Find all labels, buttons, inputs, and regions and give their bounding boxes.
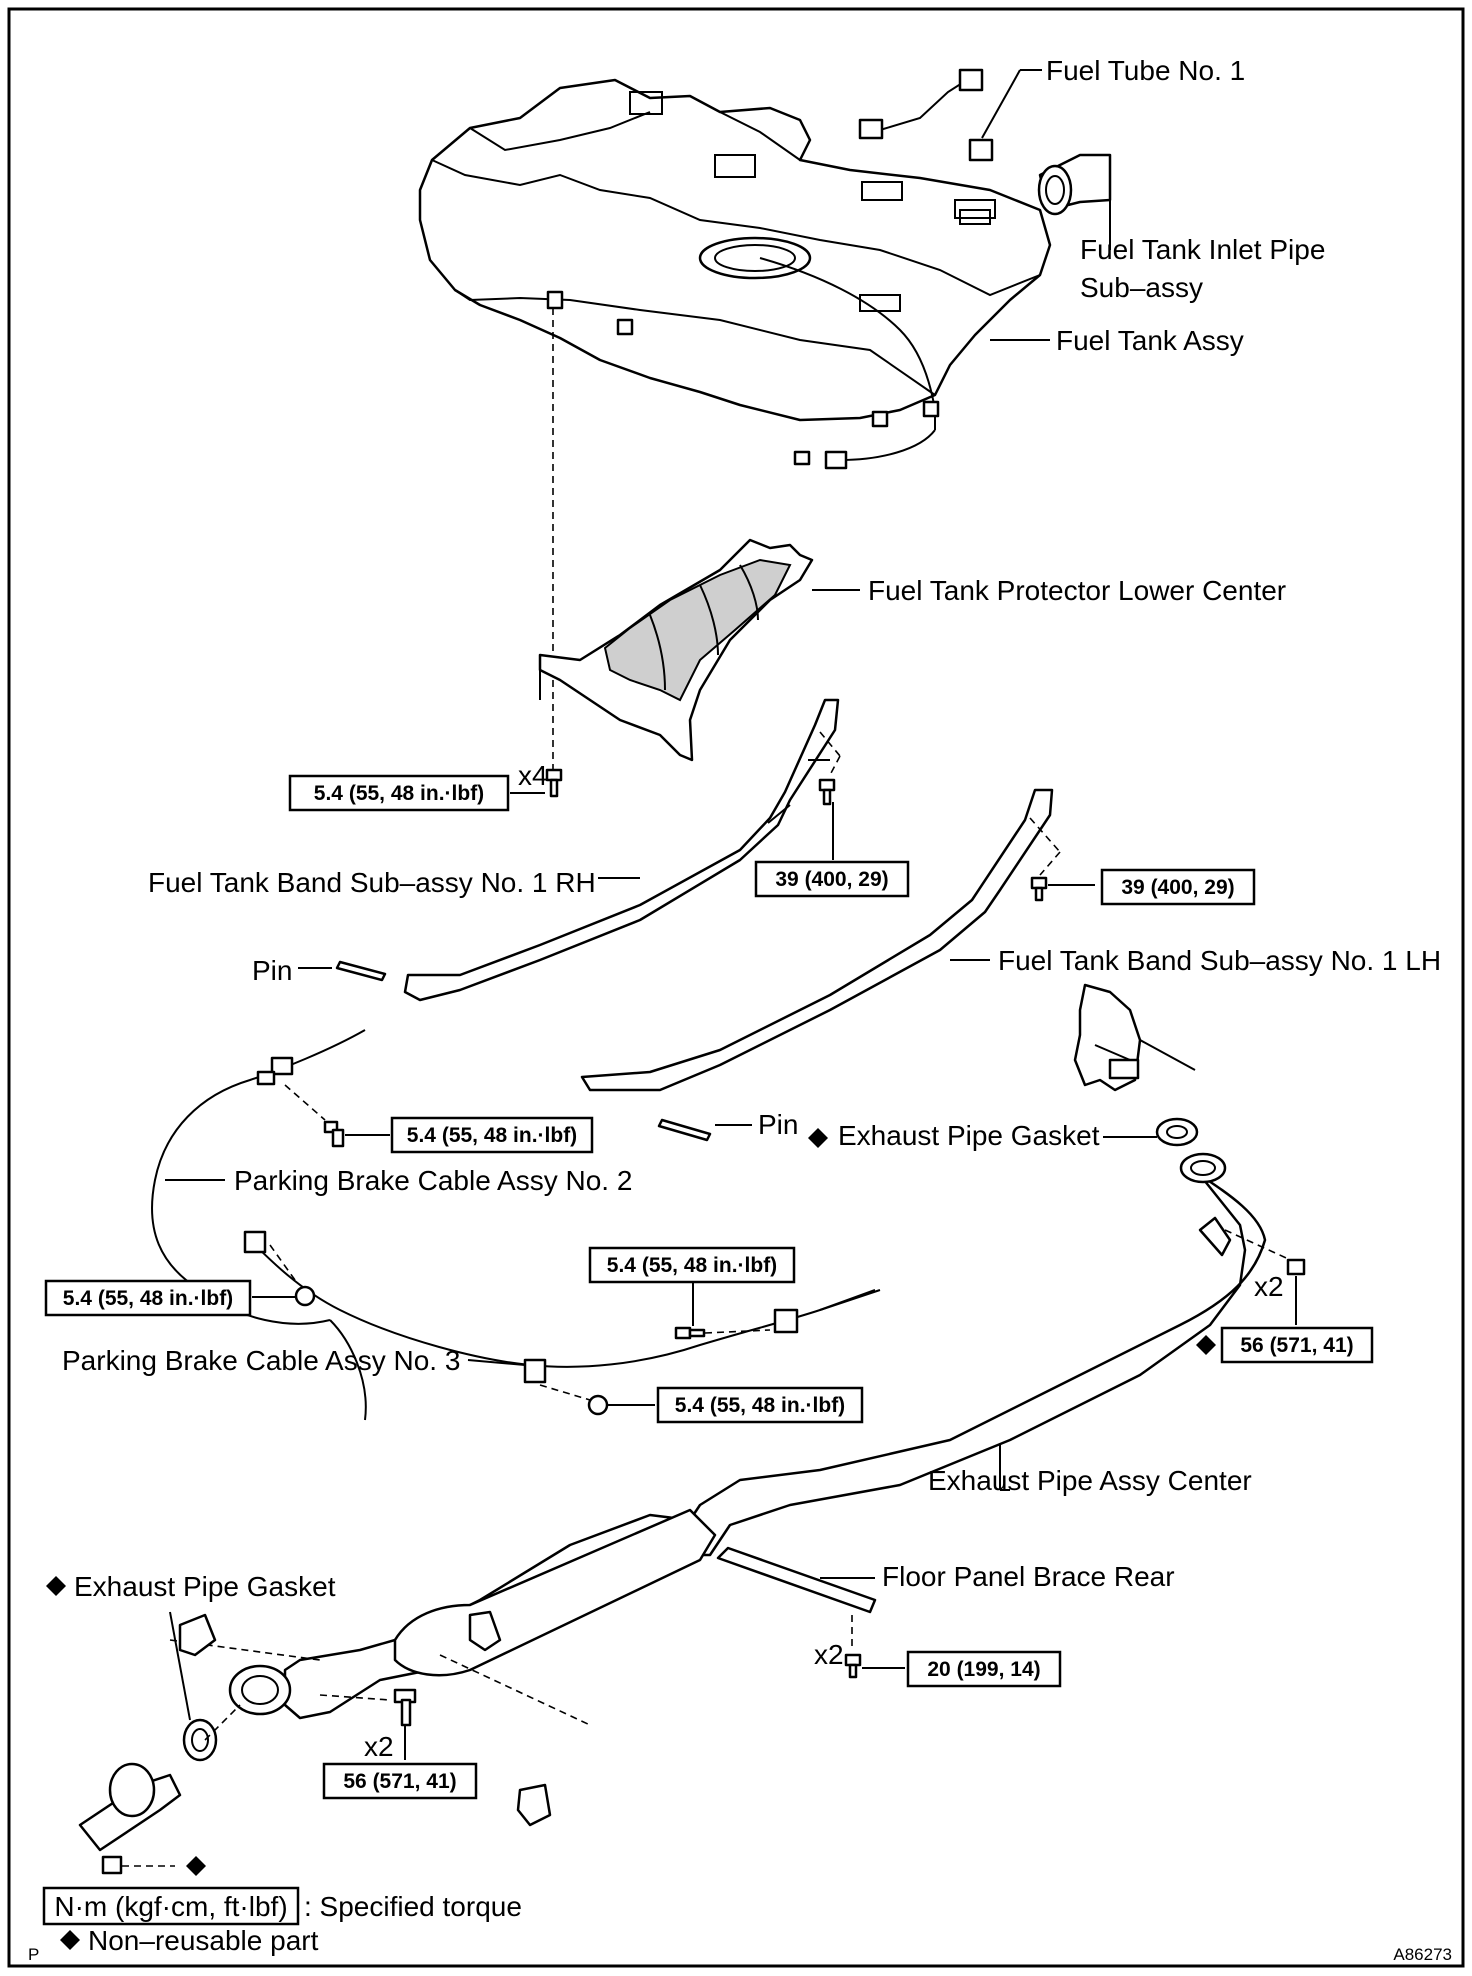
cable-no2-bolt bbox=[323, 1120, 345, 1148]
band-lh-bolt bbox=[1030, 876, 1048, 902]
exhaust-pipe-assy-center bbox=[228, 1152, 1267, 1720]
svg-text:39 (400, 29): 39 (400, 29) bbox=[775, 868, 888, 891]
figure-id: A86273 bbox=[1393, 1945, 1452, 1964]
svg-text:5.4 (55, 48 in.·lbf): 5.4 (55, 48 in.·lbf) bbox=[63, 1287, 233, 1310]
label-inlet-pipe-line2: Sub–assy bbox=[1080, 272, 1203, 303]
label-parking-cable-no2: Parking Brake Cable Assy No. 2 bbox=[234, 1165, 632, 1196]
svg-text:5.4 (55, 48 in.·lbf): 5.4 (55, 48 in.·lbf) bbox=[675, 1394, 845, 1417]
fuel-tank-assy bbox=[418, 68, 1052, 470]
exhaust-rear-bolt bbox=[393, 1688, 417, 1727]
pin-upper bbox=[335, 960, 387, 982]
torque-box-band-lh: 39 (400, 29) bbox=[1100, 868, 1256, 906]
fuel-tank-band-lh bbox=[580, 788, 1054, 1092]
multiplier-exhaust-front: x2 bbox=[1254, 1271, 1284, 1302]
page-code: P bbox=[28, 1945, 39, 1964]
fuel-tank-inlet-pipe bbox=[1037, 153, 1112, 250]
label-pin-upper: Pin bbox=[252, 955, 292, 986]
svg-text:39 (400, 29): 39 (400, 29) bbox=[1121, 876, 1234, 899]
band-rh-bolt bbox=[818, 778, 836, 806]
torque-box-cable-left: 5.4 (55, 48 in.·lbf) bbox=[44, 1279, 252, 1317]
diamond-icon bbox=[60, 1930, 80, 1950]
pin-lower bbox=[657, 1118, 712, 1142]
label-fuel-tube-no1: Fuel Tube No. 1 bbox=[1046, 55, 1245, 86]
mount-bracket bbox=[1073, 983, 1196, 1092]
multiplier-exhaust-rear: x2 bbox=[364, 1731, 394, 1762]
label-band-rh: Fuel Tank Band Sub–assy No. 1 RH bbox=[148, 867, 596, 898]
diamond-icon bbox=[1196, 1335, 1216, 1355]
front-pipe-nut bbox=[101, 1855, 123, 1875]
torque-box-exhaust-rear: 56 (571, 41) bbox=[322, 1762, 478, 1800]
torque-box-cable-lower: 5.4 (55, 48 in.·lbf) bbox=[656, 1386, 864, 1424]
svg-text:56 (571, 41): 56 (571, 41) bbox=[1240, 1334, 1353, 1357]
hanger-right bbox=[516, 1783, 552, 1827]
multiplier-brace: x2 bbox=[814, 1639, 844, 1670]
svg-text:5.4 (55, 48 in.·lbf): 5.4 (55, 48 in.·lbf) bbox=[607, 1254, 777, 1277]
diamond-icon bbox=[186, 1856, 206, 1876]
torque-box-band-rh: 39 (400, 29) bbox=[754, 860, 910, 898]
svg-text:5.4 (55, 48 in.·lbf): 5.4 (55, 48 in.·lbf) bbox=[407, 1124, 577, 1147]
label-parking-cable-no3: Parking Brake Cable Assy No. 3 bbox=[62, 1345, 460, 1376]
fuel-tube-no1 bbox=[968, 69, 1042, 162]
cable-left-nut bbox=[294, 1285, 316, 1307]
svg-text:20 (199, 14): 20 (199, 14) bbox=[927, 1658, 1040, 1681]
exhaust-gasket-lower bbox=[182, 1718, 218, 1762]
diamond-icon bbox=[808, 1128, 828, 1148]
label-fuel-tank-protector: Fuel Tank Protector Lower Center bbox=[868, 575, 1286, 606]
label-fuel-tank-assy: Fuel Tank Assy bbox=[1056, 325, 1244, 356]
diagram-frame bbox=[7, 7, 1465, 1968]
exhaust-front-nut bbox=[1286, 1258, 1306, 1276]
label-exhaust-pipe-center: Exhaust Pipe Assy Center bbox=[928, 1465, 1252, 1496]
label-inlet-pipe-line1: Fuel Tank Inlet Pipe bbox=[1080, 234, 1325, 265]
fuel-tank-band-rh bbox=[403, 698, 840, 1002]
label-pin-lower: Pin bbox=[758, 1109, 798, 1140]
parking-brake-cable-no3 bbox=[243, 1230, 881, 1384]
fuel-tank-protector bbox=[538, 538, 814, 762]
legend-torque-desc: : Specified torque bbox=[304, 1891, 522, 1922]
torque-box-cable-no2: 5.4 (55, 48 in.·lbf) bbox=[390, 1116, 594, 1154]
cable-lower-nut bbox=[587, 1394, 609, 1416]
svg-text:56 (571, 41): 56 (571, 41) bbox=[343, 1770, 456, 1793]
label-exhaust-gasket-upper: Exhaust Pipe Gasket bbox=[838, 1120, 1100, 1151]
multiplier-protector: x4 bbox=[518, 760, 548, 791]
diamond-icon bbox=[46, 1576, 66, 1596]
label-exhaust-gasket-lower: Exhaust Pipe Gasket bbox=[74, 1571, 336, 1602]
hanger-left bbox=[178, 1613, 217, 1657]
cable-mid-bolt bbox=[674, 1326, 706, 1340]
torque-box-brace: 20 (199, 14) bbox=[906, 1650, 1062, 1688]
legend-torque-box bbox=[42, 1886, 300, 1926]
brace-bolt bbox=[844, 1653, 862, 1679]
protector-bolt bbox=[545, 768, 563, 798]
torque-box-cable-mid: 5.4 (55, 48 in.·lbf) bbox=[588, 1246, 796, 1284]
torque-box-exhaust-front: 56 (571, 41) bbox=[1220, 1326, 1374, 1364]
svg-text:5.4 (55, 48 in.·lbf): 5.4 (55, 48 in.·lbf) bbox=[314, 782, 484, 805]
label-band-lh: Fuel Tank Band Sub–assy No. 1 LH bbox=[998, 945, 1441, 976]
legend-torque-units: N·m (kgf·cm, ft·lbf) bbox=[54, 1891, 287, 1922]
legend: N·m (kgf·cm, ft·lbf) : Specified torque … bbox=[42, 1886, 522, 1956]
label-floor-panel-brace: Floor Panel Brace Rear bbox=[882, 1561, 1175, 1592]
floor-panel-brace-rear bbox=[716, 1546, 877, 1614]
legend-nonreusable: Non–reusable part bbox=[88, 1925, 319, 1956]
exhaust-gasket-upper bbox=[1155, 1117, 1199, 1147]
torque-box-protector: 5.4 (55, 48 in.·lbf) bbox=[288, 774, 510, 812]
front-pipe-section bbox=[78, 1762, 182, 1852]
